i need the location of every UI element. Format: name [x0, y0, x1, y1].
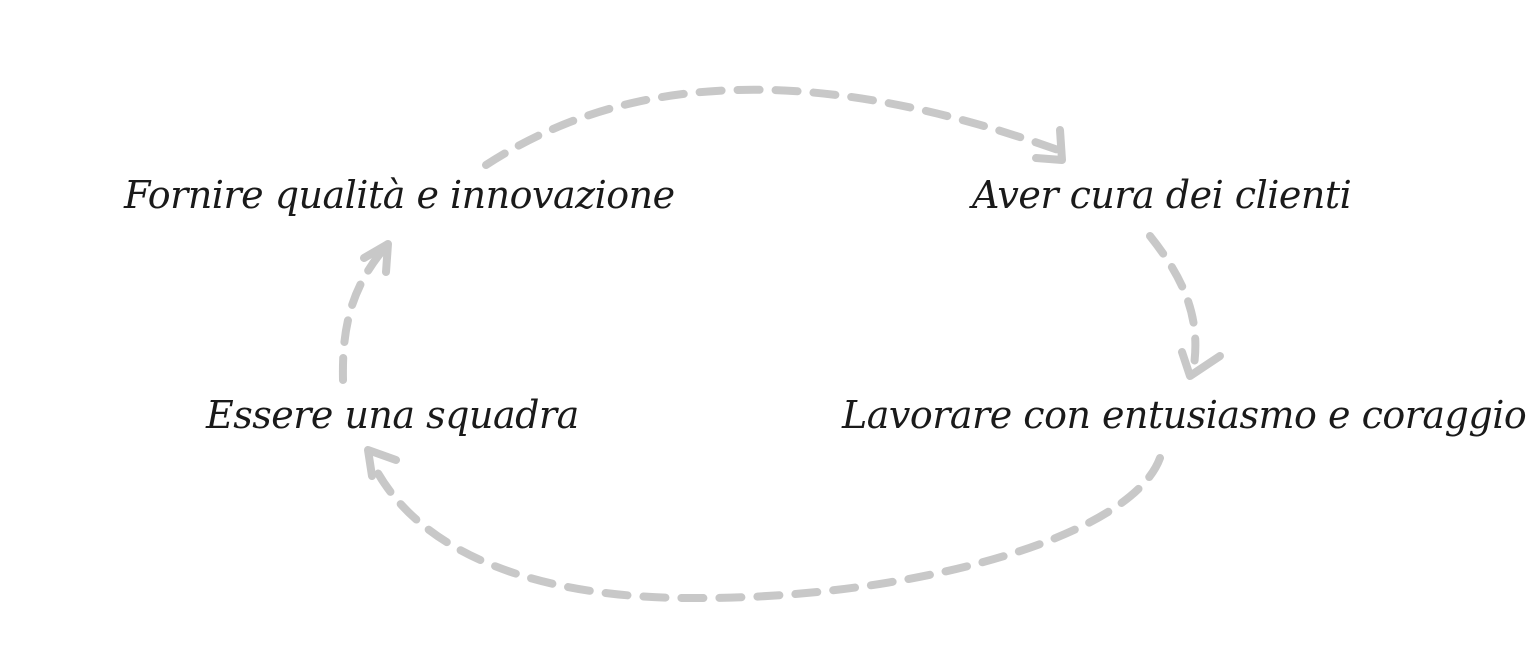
arrow-quality-to-customers [482, 85, 1066, 169]
arrow-team-to-quality [338, 240, 392, 384]
node-team-label: Essere una squadra [206, 393, 579, 437]
arrow-customers-to-enthusiasm [1146, 232, 1224, 380]
node-enthusiasm-label: Lavorare con entusiasmo e coraggio [842, 393, 1527, 437]
node-quality-label: Fornire qualità e innovazione [124, 173, 675, 217]
arrow-enthusiasm-to-team [364, 446, 1164, 603]
node-customers-label: Aver cura dei clienti [972, 173, 1352, 217]
